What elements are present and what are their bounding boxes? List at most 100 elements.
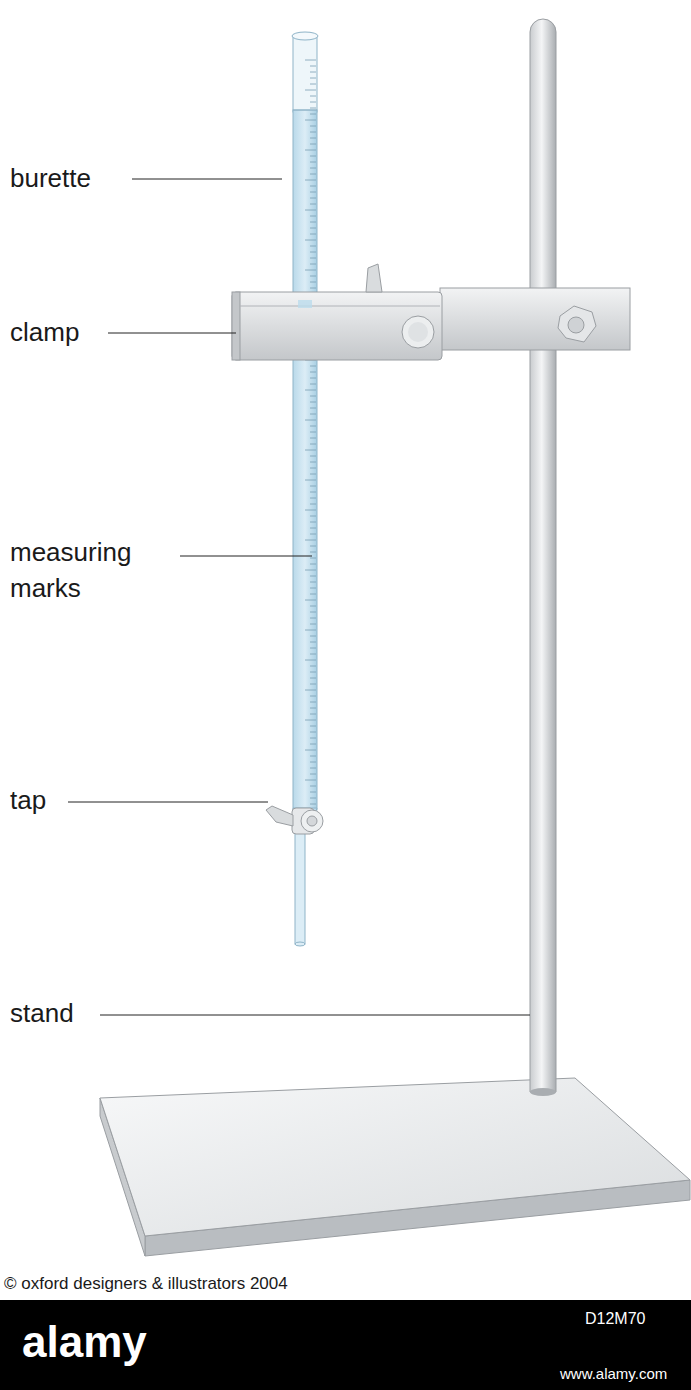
part-label: burette [10, 161, 91, 197]
tick-mark [310, 192, 316, 193]
tick-mark [310, 168, 316, 169]
tick-mark [305, 480, 316, 481]
tick-mark [310, 228, 316, 229]
tick-mark [310, 534, 316, 535]
stand-rod [530, 19, 556, 1096]
tick-mark [310, 636, 316, 637]
tick-mark [310, 108, 316, 109]
tick-mark [310, 246, 316, 247]
tick-mark [310, 792, 316, 793]
leader-line [100, 1015, 530, 1016]
tick-mark [310, 222, 316, 223]
tick-mark [310, 684, 316, 685]
tick-mark [310, 702, 316, 703]
tick-mark [305, 90, 316, 91]
tick-mark [310, 696, 316, 697]
leader-line [68, 802, 268, 803]
tick-mark [310, 204, 316, 205]
tick-mark [310, 132, 316, 133]
tick-mark [310, 186, 316, 187]
tick-mark [310, 144, 316, 145]
tick-mark [310, 96, 316, 97]
tick-mark [310, 288, 316, 289]
tick-mark [305, 240, 316, 241]
tick-mark [305, 60, 316, 61]
tick-mark [305, 150, 316, 151]
tick-mark [310, 456, 316, 457]
tick-mark [310, 198, 316, 199]
tick-mark [310, 606, 316, 607]
tick-mark [310, 546, 316, 547]
tick-mark [310, 744, 316, 745]
tap-symbol [266, 806, 323, 834]
tick-mark [310, 726, 316, 727]
tick-mark [310, 276, 316, 277]
tick-mark [305, 120, 316, 121]
tick-mark [310, 648, 316, 649]
tick-mark [310, 426, 316, 427]
leader-line [132, 179, 282, 180]
tick-mark [310, 486, 316, 487]
part-label: measuring marks [10, 535, 175, 607]
tick-mark [310, 474, 316, 475]
tick-mark [310, 84, 316, 85]
tick-mark [310, 162, 316, 163]
tick-mark [305, 630, 316, 631]
part-label: stand [10, 996, 74, 1032]
tick-mark [310, 126, 316, 127]
tick-mark [310, 594, 316, 595]
tick-mark [310, 738, 316, 739]
tick-mark [310, 264, 316, 265]
tick-mark [310, 654, 316, 655]
tick-mark [310, 798, 316, 799]
tick-mark [305, 750, 316, 751]
tick-mark [310, 588, 316, 589]
tick-mark [310, 786, 316, 787]
tick-mark [310, 582, 316, 583]
tick-mark [310, 498, 316, 499]
tick-mark [310, 564, 316, 565]
tick-mark [310, 396, 316, 397]
tick-mark [310, 528, 316, 529]
tick-mark [310, 114, 316, 115]
burette-glass [292, 32, 318, 946]
tick-mark [310, 372, 316, 373]
tick-mark [310, 462, 316, 463]
tick-mark [310, 408, 316, 409]
measuring-marks-ticks [305, 60, 316, 804]
tick-mark [310, 732, 316, 733]
tick-mark [310, 102, 316, 103]
tick-mark [305, 600, 316, 601]
tick-mark [310, 678, 316, 679]
watermark-url: www.alamy.com [560, 1364, 667, 1385]
watermark-logo: alamy [22, 1318, 147, 1366]
tick-mark [310, 522, 316, 523]
tick-mark [305, 270, 316, 271]
tick-mark [310, 576, 316, 577]
part-label: tap [10, 783, 46, 819]
leader-line [180, 556, 312, 557]
tick-mark [310, 714, 316, 715]
tick-mark [310, 762, 316, 763]
watermark-bar [0, 1300, 691, 1390]
tick-mark [310, 234, 316, 235]
tick-mark [310, 618, 316, 619]
leader-line [108, 333, 236, 334]
tick-mark [310, 468, 316, 469]
tick-mark [305, 450, 316, 451]
part-label: clamp [10, 315, 79, 351]
tick-mark [305, 390, 316, 391]
tick-mark [310, 252, 316, 253]
tick-mark [310, 768, 316, 769]
tick-mark [310, 72, 316, 73]
tick-mark [310, 708, 316, 709]
tick-mark [310, 378, 316, 379]
tick-mark [305, 720, 316, 721]
tick-mark [305, 540, 316, 541]
tick-mark [310, 258, 316, 259]
tick-mark [310, 666, 316, 667]
watermark-id: D12M70 [585, 1308, 645, 1330]
tick-mark [305, 510, 316, 511]
tick-mark [310, 624, 316, 625]
tick-mark [310, 642, 316, 643]
